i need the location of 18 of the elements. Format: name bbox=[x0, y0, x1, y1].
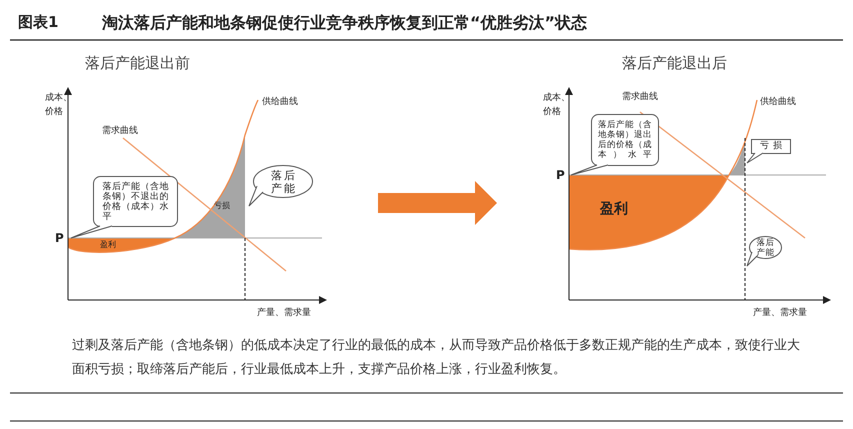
figure-number: 图表1 bbox=[18, 13, 58, 32]
area-label: 盈利 bbox=[600, 200, 628, 218]
figure-title: 淘汰落后产能和地条钢促使行业竞争秩序恢复到正常“优胜劣汰”状态 bbox=[102, 13, 588, 34]
curve-label: 供给曲线 bbox=[262, 96, 298, 108]
axis-label: 产量、需求量 bbox=[257, 306, 311, 319]
axis-label: 成本、价格 bbox=[543, 92, 570, 119]
curve-label: 需求曲线 bbox=[102, 124, 138, 137]
chart-title: 落后产能退出后 bbox=[622, 54, 727, 73]
area-label: 亏损 bbox=[214, 200, 230, 211]
axis-tick-label: P bbox=[556, 168, 565, 182]
caption-text: 过剩及落后产能（含地条钢）的低成本决定了行业的最低的成本，从而导致产品价格低于多数正规产能的生产成本，致使行业大面积亏损；取缔落后产能后，行业最低成本上升，支撑产品价格上涨，行业盈利恢复。 bbox=[72, 337, 801, 379]
axis-label: 成本、价格 bbox=[45, 92, 72, 119]
area-label: 盈利 bbox=[100, 239, 116, 250]
chart-title: 落后产能退出前 bbox=[85, 54, 190, 73]
curve-label: 供给曲线 bbox=[760, 96, 796, 108]
axis-label: 产量、需求量 bbox=[753, 306, 807, 319]
curve-label: 需求曲线 bbox=[622, 90, 658, 103]
axis-tick-label: P bbox=[55, 231, 64, 245]
